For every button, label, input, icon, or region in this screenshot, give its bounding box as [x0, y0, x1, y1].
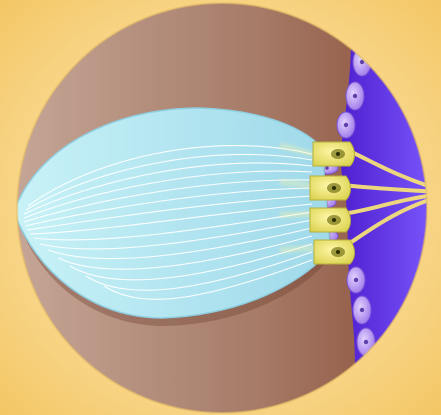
- hair-cell: [314, 240, 355, 264]
- hair-cell: [310, 208, 351, 232]
- hair-cell: [310, 176, 351, 200]
- hair-cell: [313, 142, 355, 166]
